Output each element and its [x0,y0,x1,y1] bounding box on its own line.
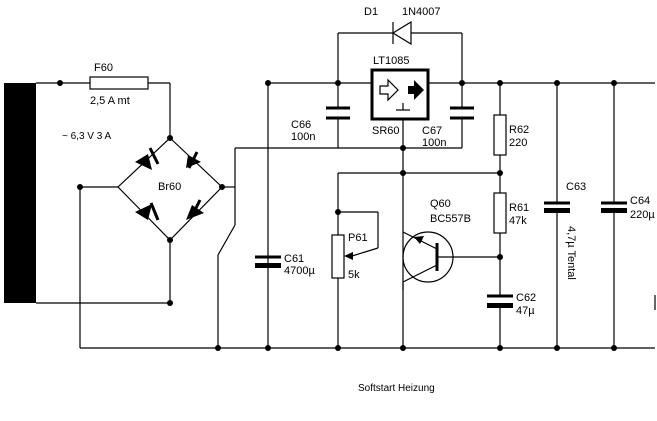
diode-d1: D1 1N4007 [337,6,463,83]
bridge-ref: Br60 [158,181,181,193]
c67-value: 100n [422,137,446,149]
transistor-q60: Q60 BC557B [402,198,500,290]
schematic-caption: Softstart Heizung [358,383,435,394]
junction-dots [57,80,617,351]
fuse-value: 2,5 A mt [90,95,130,107]
bridge-rectifier-br60: Br60 [117,137,223,241]
resistor-r61: R61 47k [493,192,529,296]
fuse-f60: F60 2,5 A mt [60,62,170,107]
regulator-ref: LT1085 [373,55,410,67]
p61-ref: P61 [348,232,368,244]
transformer-label: ~ 6,3 V 3 A [62,131,112,142]
c62-ref: C62 [516,292,536,304]
c64-value: 220µ [630,209,655,221]
resistor-r62: R62 220 [493,83,529,193]
c67-ref: C67 [422,125,442,137]
diode-ref: D1 [364,6,378,18]
capacitor-c66: C66 100n [291,83,350,148]
capacitor-c61: C61 4700µ [255,253,315,277]
c66-ref: C66 [291,119,311,131]
capacitor-c62: C62 47µ [487,292,536,348]
c64-ref: C64 [630,195,650,207]
capacitor-c67: C67 100n [422,83,474,149]
diode-value: 1N4007 [402,6,441,18]
r61-ref: R61 [509,202,529,214]
p61-value: 5k [348,269,360,281]
fuse-ref: F60 [94,62,113,74]
c61-value: 4700µ [284,265,315,277]
c62-value: 47µ [516,305,535,317]
c66-value: 100n [291,131,315,143]
transformer: ~ 6,3 V 3 A [4,82,170,304]
capacitor-c63: C63 4,7µ Tental [544,83,586,348]
r62-value: 220 [509,137,527,149]
q60-ref: Q60 [430,198,451,210]
capacitor-c64: C64 220µ [601,83,655,348]
c61-ref: C61 [284,253,304,265]
r62-ref: R62 [509,124,529,136]
regulator-lt1085: LT1085 SR60 [370,55,430,348]
regulator-sub: SR60 [372,125,400,137]
c63-ref: C63 [566,181,586,193]
c63-value: 4,7µ Tental [565,226,577,280]
q60-value: BC557B [430,213,471,225]
r61-value: 47k [509,215,527,227]
potentiometer-p61: P61 5k [331,172,500,348]
